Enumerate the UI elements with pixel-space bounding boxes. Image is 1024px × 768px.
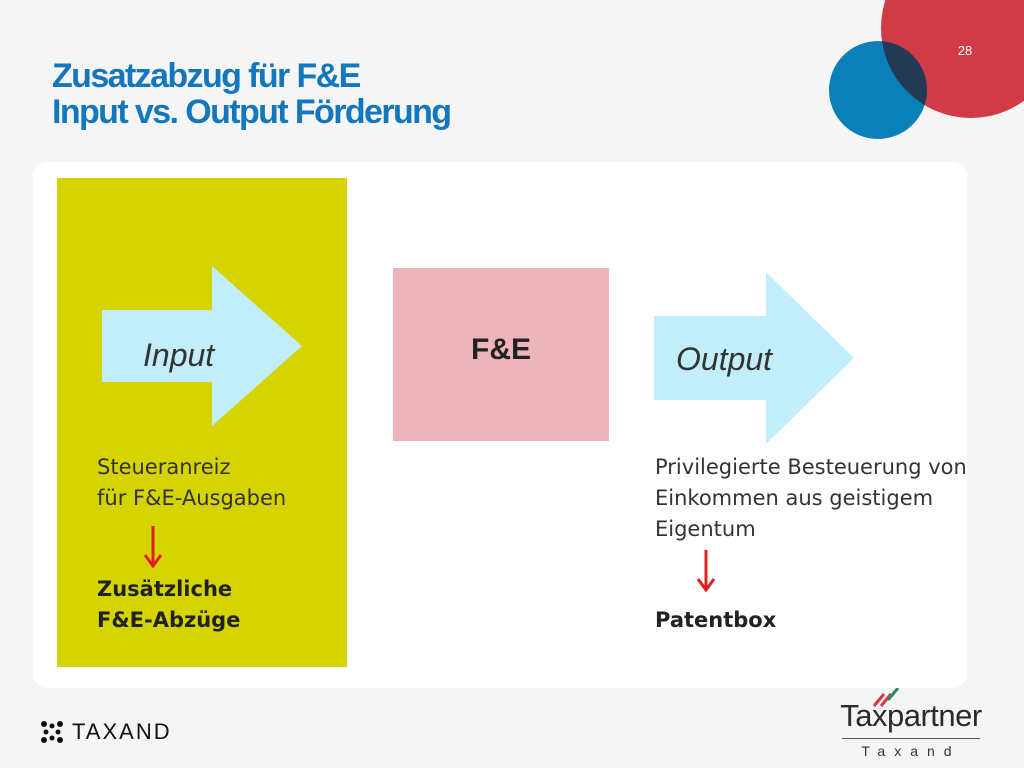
output-result: Patentbox [655,608,777,632]
output-description-line3: Eigentum [655,517,756,541]
slide-title-line1: Zusatzabzug für F&E [52,57,361,95]
input-column [57,178,347,667]
output-description-line2: Einkommen aus geistigem [655,486,934,510]
output-label: Output [676,341,773,377]
input-result: Zusätzliche F&E-Abzüge [97,574,240,636]
decor-circle-overlap [881,41,927,118]
output-arrow-icon [654,272,854,444]
output-description: Privilegierte Besteuerung von Einkommen … [655,452,967,545]
page-number: 28 [957,43,973,58]
input-result-line1: Zusätzliche [97,577,233,601]
input-result-line2: F&E-Abzüge [97,608,241,632]
input-description-line2: für F&E-Ausgaben [97,486,287,510]
input-description: Steueranreiz für F&E-Ausgaben [97,452,286,514]
slide-title-line2: Input vs. Output Förderung [52,93,452,131]
taxpartner-sub: Taxand [861,743,961,759]
output-description-line1: Privilegierte Besteuerung von [655,455,967,479]
down-arrow-icon [144,526,162,569]
slide-title: Zusatzabzug für F&E Input vs. Output För… [52,57,452,131]
fe-label: F&E [471,333,531,366]
input-label: Input [143,337,215,373]
taxand-logo-icon [41,721,63,743]
taxpartner-divider [842,738,980,739]
taxpartner-stripes-icon [872,688,900,707]
taxpartner-logo: Taxpartner Taxand [836,688,986,759]
taxpartner-name: Taxpartner [840,698,982,733]
taxand-logo-text: TAXAND [72,719,172,744]
input-arrow-icon [102,266,302,426]
input-description-line1: Steueranreiz [97,455,231,479]
down-arrow-icon [697,550,715,593]
fe-box [393,268,609,441]
taxand-logo: TAXAND [40,716,172,748]
